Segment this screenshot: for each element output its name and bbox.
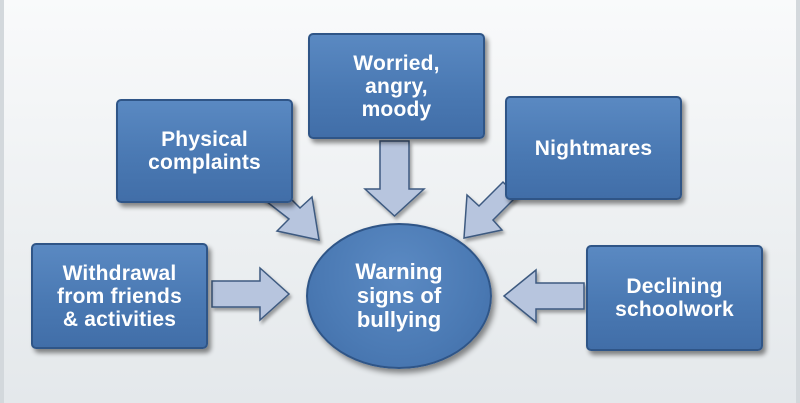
arrow-worried-to-center bbox=[363, 140, 426, 218]
sign-box-declining-schoolwork: Declining schoolwork bbox=[586, 245, 763, 351]
arrow-withdrawal-to-center bbox=[211, 266, 291, 322]
sign-box-worried: Worried, angry, moody bbox=[308, 33, 485, 139]
sign-box-physical-complaints: Physical complaints bbox=[116, 99, 293, 203]
arrow-declining-to-center bbox=[502, 268, 585, 324]
center-ellipse-warning-signs: Warning signs of bullying bbox=[306, 223, 492, 369]
sign-box-withdrawal: Withdrawal from friends & activities bbox=[31, 243, 208, 349]
arrow-nightmares-to-center bbox=[463, 180, 519, 239]
sign-box-nightmares: Nightmares bbox=[505, 96, 682, 200]
